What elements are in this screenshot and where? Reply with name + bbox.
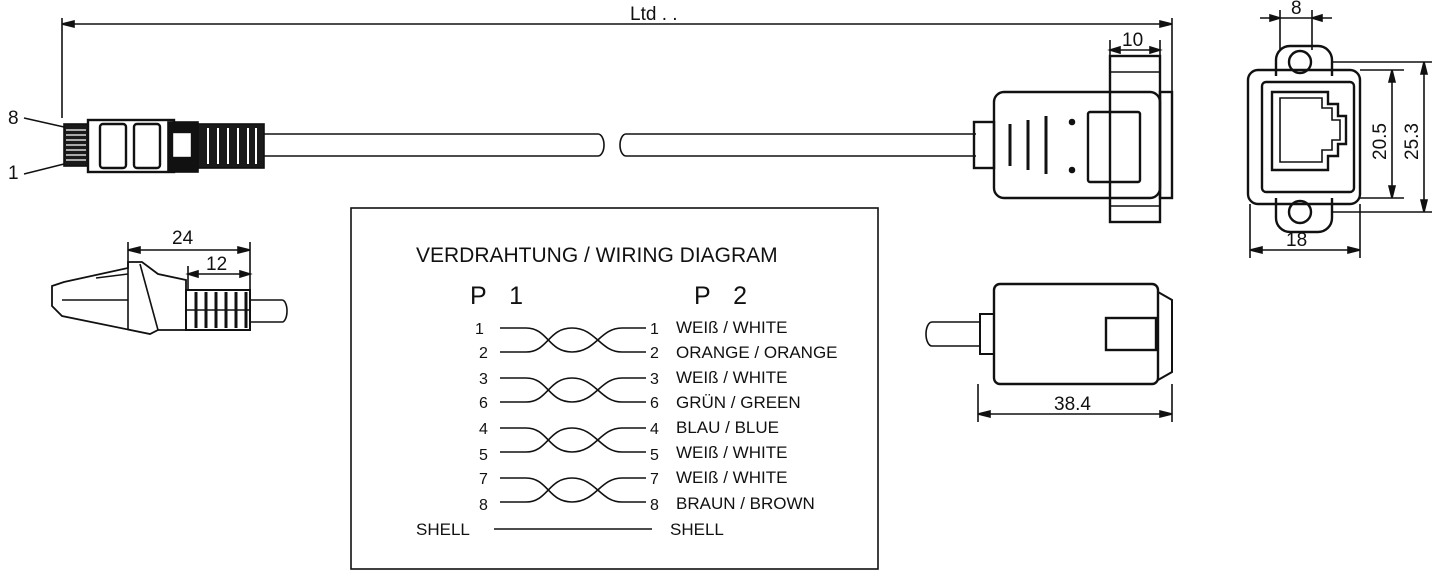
panel-mount-jack-side-view: 10	[972, 30, 1174, 224]
p1-pin: 1	[475, 321, 484, 338]
shell-left-label: SHELL	[416, 520, 470, 539]
dim-front-width: 18	[1286, 230, 1307, 251]
p1-pin: 2	[479, 345, 488, 362]
p2-pin: 2	[650, 345, 659, 362]
p1-pin: 6	[479, 395, 488, 412]
p2-pin: 3	[650, 371, 659, 388]
wire-pair-2: 3 6 3 6 WEIß / WHITE GRÜN / GREEN	[479, 368, 801, 412]
dim-front-hole-spacing: 8	[1291, 0, 1302, 19]
wire-color-label: GRÜN / GREEN	[676, 393, 801, 412]
wiring-title: VERDRAHTUNG / WIRING DIAGRAM	[416, 244, 778, 267]
p1-label: P 1	[470, 282, 531, 310]
wire-color-label: BLAU / BLUE	[676, 418, 779, 437]
p2-pin: 4	[650, 421, 659, 438]
overall-length-dimension: Ltd . .	[61, 4, 1173, 118]
dim-panel-flange: 10	[1122, 30, 1143, 51]
jack-front-view: 8 18 20.5 25.3	[1246, 0, 1432, 258]
p2-pin: 8	[650, 497, 659, 514]
wire-color-label: WEIß / WHITE	[676, 443, 787, 462]
p1-pin: 4	[479, 421, 488, 438]
plug-pin-mark-8: 8	[8, 108, 19, 129]
wire-color-label: WEIß / WHITE	[676, 468, 787, 487]
p1-pin: 5	[479, 447, 488, 464]
p1-pin: 7	[479, 471, 488, 488]
wire-pair-1: 1 2 1 2 WEIß / WHITE ORANGE / ORANGE	[475, 318, 838, 362]
p2-label: P 2	[694, 282, 755, 310]
dim-plug-length: 24	[172, 228, 194, 249]
dim-front-height-outer: 25.3	[1402, 123, 1423, 160]
wire-color-label: WEIß / WHITE	[676, 368, 787, 387]
p2-pin: 5	[650, 447, 659, 464]
shell-connection: SHELL SHELL	[416, 520, 724, 539]
wire-color-label: WEIß / WHITE	[676, 318, 787, 337]
dim-front-height-inner: 20.5	[1370, 123, 1391, 160]
plug-detail-view: 24 12	[51, 228, 288, 335]
wire-pair-4: 7 8 7 8 WEIß / WHITE BRAUN / BROWN	[479, 468, 815, 514]
p2-pin: 1	[650, 321, 659, 338]
jack-detail-view: 38.4	[925, 282, 1173, 422]
p1-pin: 3	[479, 371, 488, 388]
rj45-plug-side-view: 8 1	[8, 108, 976, 184]
p1-pin: 8	[479, 497, 488, 514]
p2-pin: 7	[650, 471, 659, 488]
dim-jack-length: 38.4	[1054, 394, 1091, 415]
plug-pin-mark-1: 1	[8, 163, 19, 184]
wiring-diagram: VERDRAHTUNG / WIRING DIAGRAM P 1 P 2 1 2…	[350, 207, 879, 570]
wire-pair-3: 4 5 4 5 BLAU / BLUE WEIß / WHITE	[479, 418, 787, 464]
overall-length-label: Ltd . .	[630, 4, 678, 25]
wire-color-label: BRAUN / BROWN	[676, 494, 815, 513]
dim-boot-length: 12	[206, 254, 227, 275]
shell-right-label: SHELL	[670, 520, 724, 539]
p2-pin: 6	[650, 395, 659, 412]
wire-color-label: ORANGE / ORANGE	[676, 343, 838, 362]
